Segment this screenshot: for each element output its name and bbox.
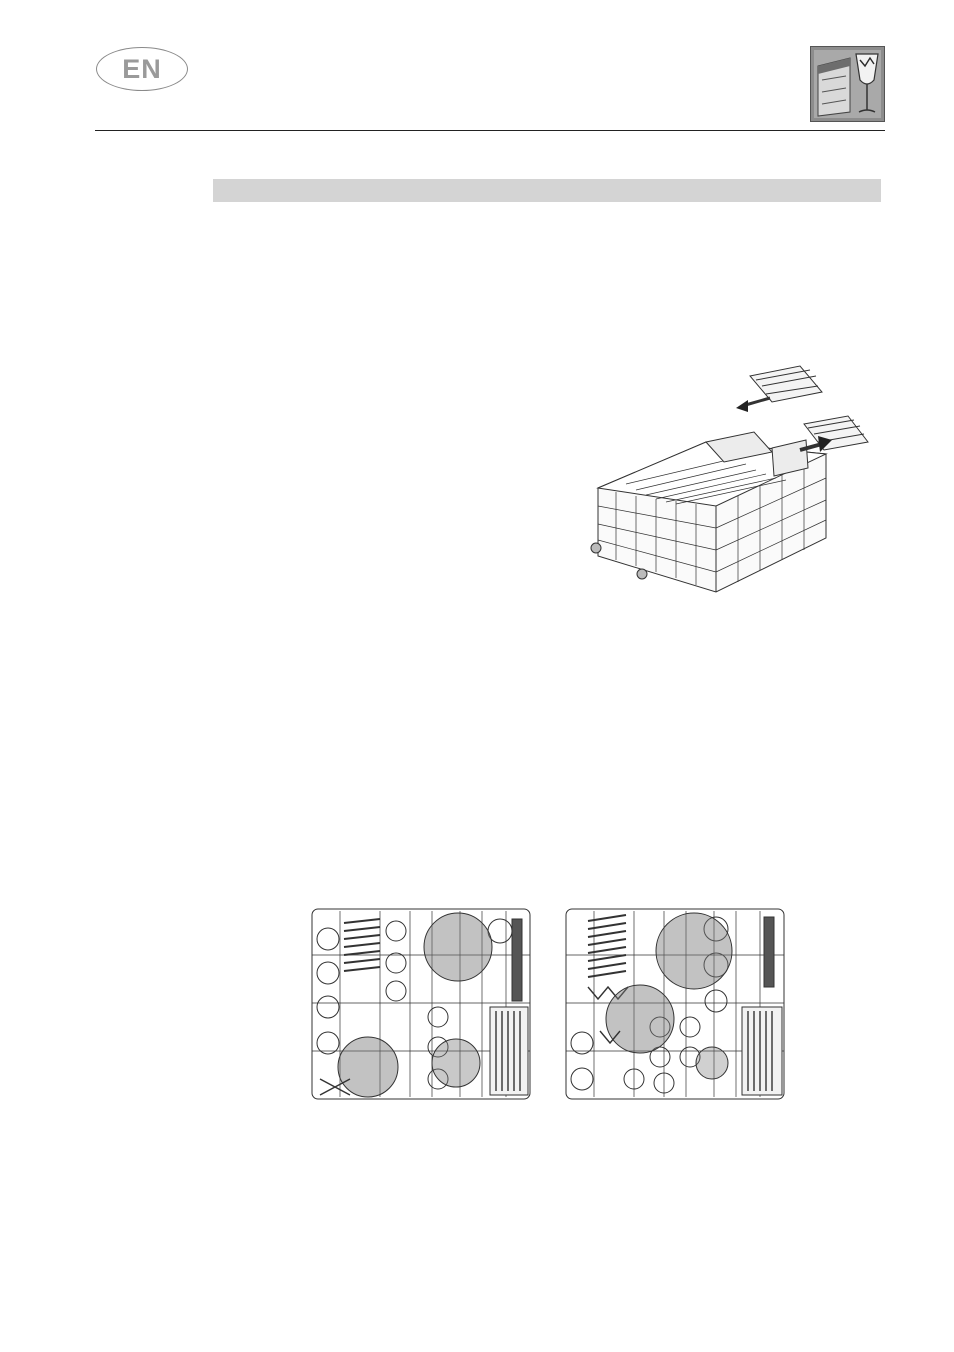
loading-example-right xyxy=(564,907,788,1103)
language-badge: EN xyxy=(96,47,188,91)
language-label: EN xyxy=(122,54,162,85)
removable-rack-top xyxy=(750,366,822,402)
header-divider xyxy=(95,130,885,131)
dishwasher-glass-icon xyxy=(810,46,885,122)
upper-basket-illustration xyxy=(586,360,876,606)
loading-example-left xyxy=(310,907,534,1103)
section-heading-bar xyxy=(213,179,881,202)
